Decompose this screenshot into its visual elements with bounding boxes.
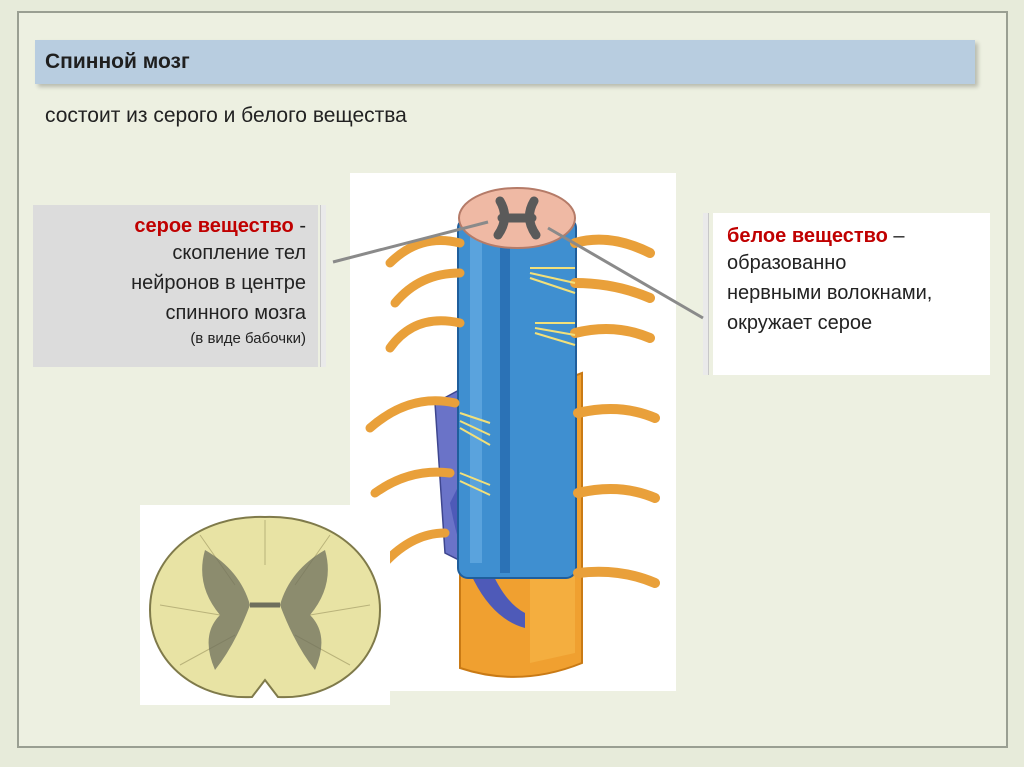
cross-section-drawing [148, 515, 382, 699]
gray-matter-line-3: спинного мозга [165, 302, 306, 324]
gray-matter-line-2: нейронов в центре [131, 272, 306, 294]
gray-matter-callout-edge [320, 205, 326, 367]
spinal-cord-drawing [365, 187, 660, 678]
gray-matter-connector [332, 220, 489, 264]
gray-matter-note: (в виде бабочки) [190, 330, 306, 347]
slide-subtitle: состоит из серого и белого вещества [45, 104, 407, 127]
title-bar [35, 40, 975, 84]
white-matter-dash: – [887, 225, 905, 247]
spinal-cord-illustration [350, 173, 676, 691]
gray-matter-callout: серое вещество - скопление тел нейронов … [33, 205, 318, 367]
slide-title: Спинной мозг [45, 50, 190, 73]
white-matter-connector [547, 226, 704, 320]
white-matter-line-3: окружает серое [727, 312, 873, 334]
white-matter-callout: белое вещество – образованно нервными во… [713, 213, 990, 375]
gray-matter-heading: серое вещество [134, 215, 294, 237]
white-matter-line-1: образованно [727, 252, 847, 274]
white-matter-heading: белое вещество [727, 225, 888, 247]
gray-matter-line-1: скопление тел [172, 242, 306, 264]
spinal-cord-cross-section [140, 505, 390, 705]
white-matter-callout-edge [703, 213, 709, 375]
gray-matter-dash: - [293, 215, 306, 237]
white-matter-line-2: нервными волокнами, [727, 282, 933, 304]
